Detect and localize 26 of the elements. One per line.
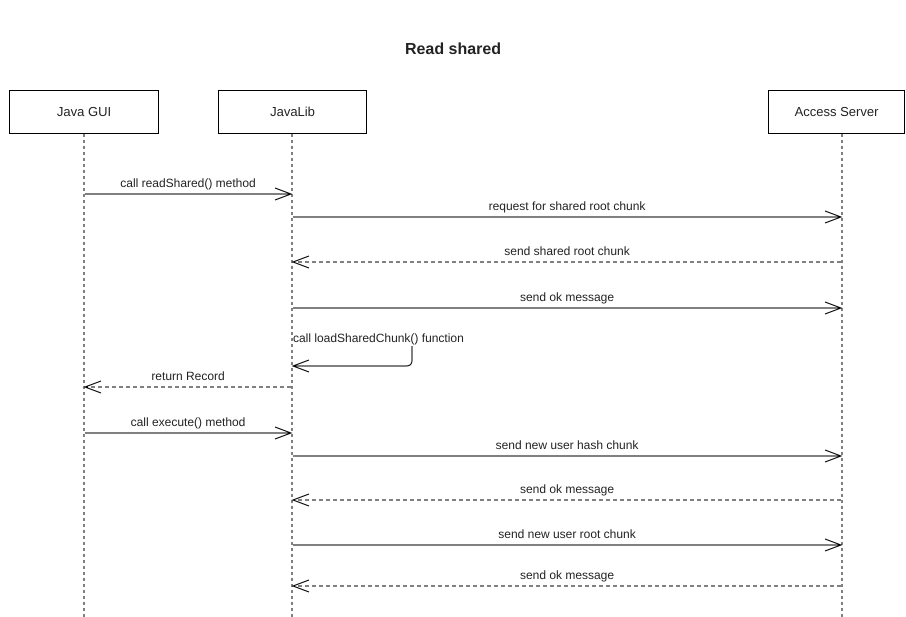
message-arrow xyxy=(84,188,292,200)
message-arrow xyxy=(84,426,292,440)
diagram-title: Read shared xyxy=(404,40,502,60)
message-arrow xyxy=(292,346,412,372)
edge-label: send new user hash chunk xyxy=(496,438,638,452)
edge-label: call execute() method xyxy=(130,415,246,429)
edge-label: send new user root chunk xyxy=(498,527,636,541)
edge-label: send ok message xyxy=(520,568,614,582)
edge-label: call readShared() method xyxy=(120,176,256,190)
participant-box: Java GUI xyxy=(9,90,159,134)
participant-box: Access Server xyxy=(768,90,905,134)
edge-label: send ok message xyxy=(520,290,614,304)
edge-label: send ok message xyxy=(520,482,614,496)
message-arrow xyxy=(292,580,842,592)
message-arrow xyxy=(292,256,842,268)
message-arrow xyxy=(292,210,842,224)
edge-label: call loadSharedChunk() function xyxy=(293,331,464,345)
message-arrow xyxy=(292,494,842,506)
participant-box: JavaLib xyxy=(218,90,367,134)
message-arrow xyxy=(292,302,842,314)
edge-label: request for shared root chunk xyxy=(488,199,646,213)
message-arrow xyxy=(292,538,842,552)
message-arrow xyxy=(84,380,292,394)
edge-label: return Record xyxy=(151,369,225,383)
edge-label: send shared root chunk xyxy=(504,244,630,258)
message-arrow xyxy=(292,450,842,462)
